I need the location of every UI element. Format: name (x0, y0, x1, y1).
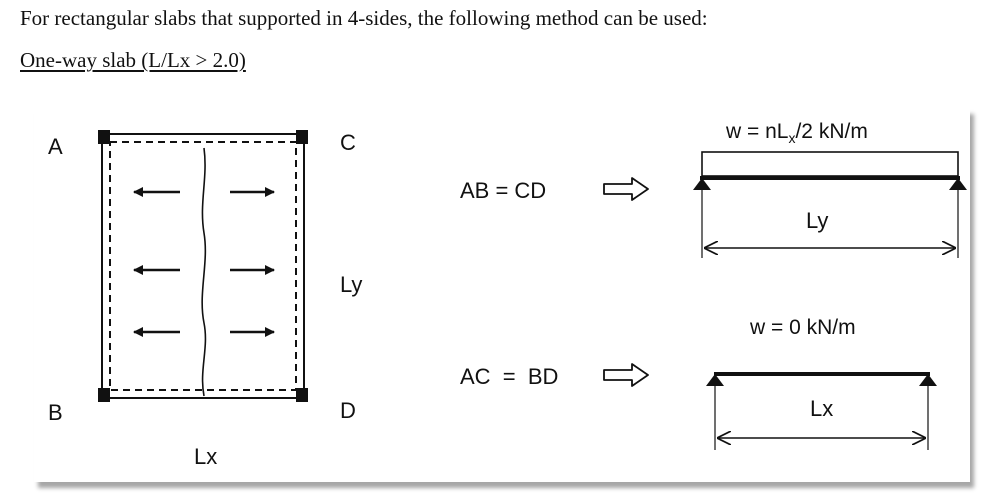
slab-diagram-svg: A B C D Ly Lx AB = CD w = nLx/2 kN/m Ly … (48, 120, 967, 469)
slab-diagram-figure: A B C D Ly Lx AB = CD w = nLx/2 kN/m Ly … (34, 108, 970, 482)
implies-arrow-icon (603, 177, 649, 201)
long-beam-load-subscript: x (788, 130, 795, 146)
right-support-icon (949, 178, 967, 190)
left-support-icon (706, 374, 724, 386)
long-beam-load: w = nLx/2 kN/m (725, 120, 868, 146)
column-b (98, 388, 110, 402)
short-span-label: Lx (194, 444, 217, 469)
long-beam-diagram: AB = CD w = nLx/2 kN/m Ly (460, 120, 967, 258)
left-support-icon (693, 178, 711, 190)
uniform-load-block (701, 151, 959, 177)
slab-outline (101, 133, 305, 399)
intro-paragraph: For rectangular slabs that supported in … (20, 6, 708, 30)
section-heading: One-way slab (L/Lx > 2.0) (20, 48, 246, 72)
right-support-icon (919, 374, 937, 386)
column-d (296, 388, 308, 402)
slab-inner-dashed-outline (109, 141, 297, 391)
corner-label-b: B (48, 400, 63, 425)
short-beam-equation: AC = BD (460, 364, 558, 389)
corner-label-a: A (48, 134, 63, 159)
long-beam-load-prefix: w = nL (725, 120, 788, 143)
short-beam-span-label: Lx (810, 396, 833, 421)
slab-plan: A B C D Ly Lx (48, 130, 362, 469)
column-a (98, 130, 110, 144)
long-span-label: Ly (340, 272, 362, 297)
short-beam-load: w = 0 kN/m (749, 316, 856, 339)
long-beam-span-label: Ly (806, 208, 828, 233)
corner-label-d: D (340, 398, 356, 423)
long-beam-load-suffix: /2 kN/m (795, 120, 867, 143)
slab-center-crack-line (201, 147, 207, 397)
implies-arrow-icon (603, 363, 649, 387)
long-beam-equation: AB = CD (460, 178, 546, 203)
corner-label-c: C (340, 130, 356, 155)
column-c (296, 130, 308, 144)
short-beam-diagram: AC = BD w = 0 kN/m Lx (460, 316, 937, 450)
